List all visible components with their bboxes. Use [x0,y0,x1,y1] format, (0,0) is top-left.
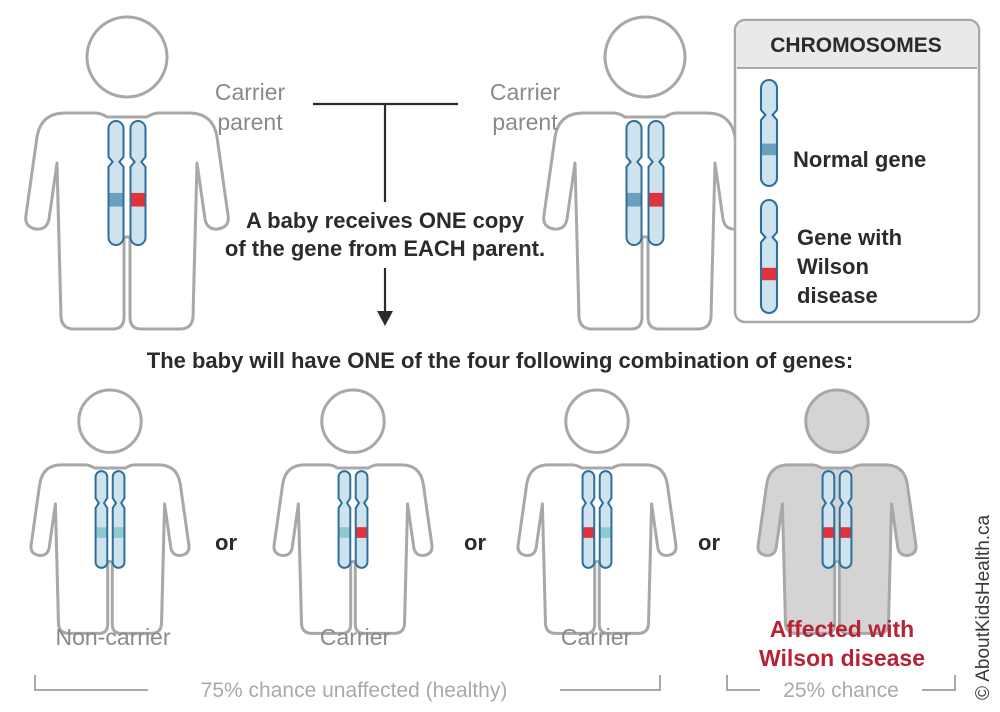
legend-chromosome-disease-gene [759,199,779,314]
chromosome-disease-gene [838,470,853,569]
chromosome-disease-gene [821,470,836,569]
body [24,111,230,331]
body [516,463,678,635]
child-label-carrier-1: Carrier [320,624,391,650]
child-carrier-figure-2 [516,388,678,635]
bracket-affected-label: 25% chance [783,679,899,702]
body [542,111,748,331]
head [804,388,870,454]
body [272,463,434,635]
combination-heading: The baby will have ONE of the four follo… [147,348,853,373]
legend-disease-label-line-2: Wilson [797,254,869,279]
or-separator-3: or [698,530,720,555]
chromosome-normal-gene [598,470,613,569]
normal-gene-band [626,192,642,207]
disease-gene-band [839,527,852,538]
disease-gene-band [355,527,368,538]
chromosome-normal-gene [337,470,352,569]
head [603,15,687,99]
legend-title: CHROMOSOMES [770,34,942,57]
chromosome-normal-gene [94,470,109,569]
bracket-affected [726,675,956,691]
right-parent-label-line-2: parent [492,109,558,135]
chromosome-disease-gene [647,120,665,246]
normal-gene-band [108,192,124,207]
disease-gene-band [648,192,664,207]
chromosome-normal-gene [625,120,643,246]
down-arrow-icon [377,311,393,326]
chromosome-normal-gene [107,120,125,246]
disease-gene-band [582,527,595,538]
child-label-affected-line-2: Wilson disease [759,645,925,671]
legend-normal-gene-chromosome-icon [759,79,779,187]
legend-normal-gene-label: Normal gene [793,147,926,172]
normal-gene-band [761,143,777,156]
disease-gene-band [761,267,777,281]
normal-gene-band [599,527,612,538]
head [320,388,386,454]
child-label-carrier-2: Carrier [561,624,632,650]
chromosome-disease-gene [129,120,147,246]
child-affected-figure [756,388,918,635]
inheritance-connector [313,102,458,312]
normal-gene-band [112,527,125,538]
normal-gene-band [338,527,351,538]
head [85,15,169,99]
carrier-parent-left-figure [24,15,230,331]
child-label-non-carrier: Non-carrier [55,624,170,650]
legend-disease-gene-chromosome-icon [759,199,779,314]
normal-gene-band [95,527,108,538]
right-parent-label-line-1: Carrier [490,79,561,105]
disease-gene-band [822,527,835,538]
chromosome-normal-gene [111,470,126,569]
chromosomes-legend: CHROMOSOMES Normal gene Gene with Wilson… [733,18,981,324]
legend-disease-label-line-1: Gene with [797,225,902,250]
inheritance-note-line-2: of the gene from EACH parent. [225,236,545,261]
left-parent-label-line-1: Carrier [215,79,286,105]
bracket-unaffected [34,675,661,691]
or-separator-1: or [215,530,237,555]
bracket-unaffected-label: 75% chance unaffected (healthy) [201,679,508,702]
body [29,463,191,635]
left-parent-label-line-2: parent [217,109,283,135]
child-carrier-figure-1 [272,388,434,635]
chromosome-disease-gene [354,470,369,569]
legend-chromosome-normal-gene [759,79,779,187]
child-label-affected-line-1: Affected with [770,616,914,642]
head [77,388,143,454]
body [756,463,918,635]
legend-disease-label-line-3: disease [797,283,878,308]
child-non-carrier-figure [29,388,191,635]
head [564,388,630,454]
inheritance-note-line-1: A baby receives ONE copy [246,208,525,233]
carrier-parent-right-figure [542,15,748,331]
or-separator-2: or [464,530,486,555]
chromosome-disease-gene [581,470,596,569]
credit-text: © AboutKidsHealth.ca [973,514,994,700]
disease-gene-band [130,192,146,207]
